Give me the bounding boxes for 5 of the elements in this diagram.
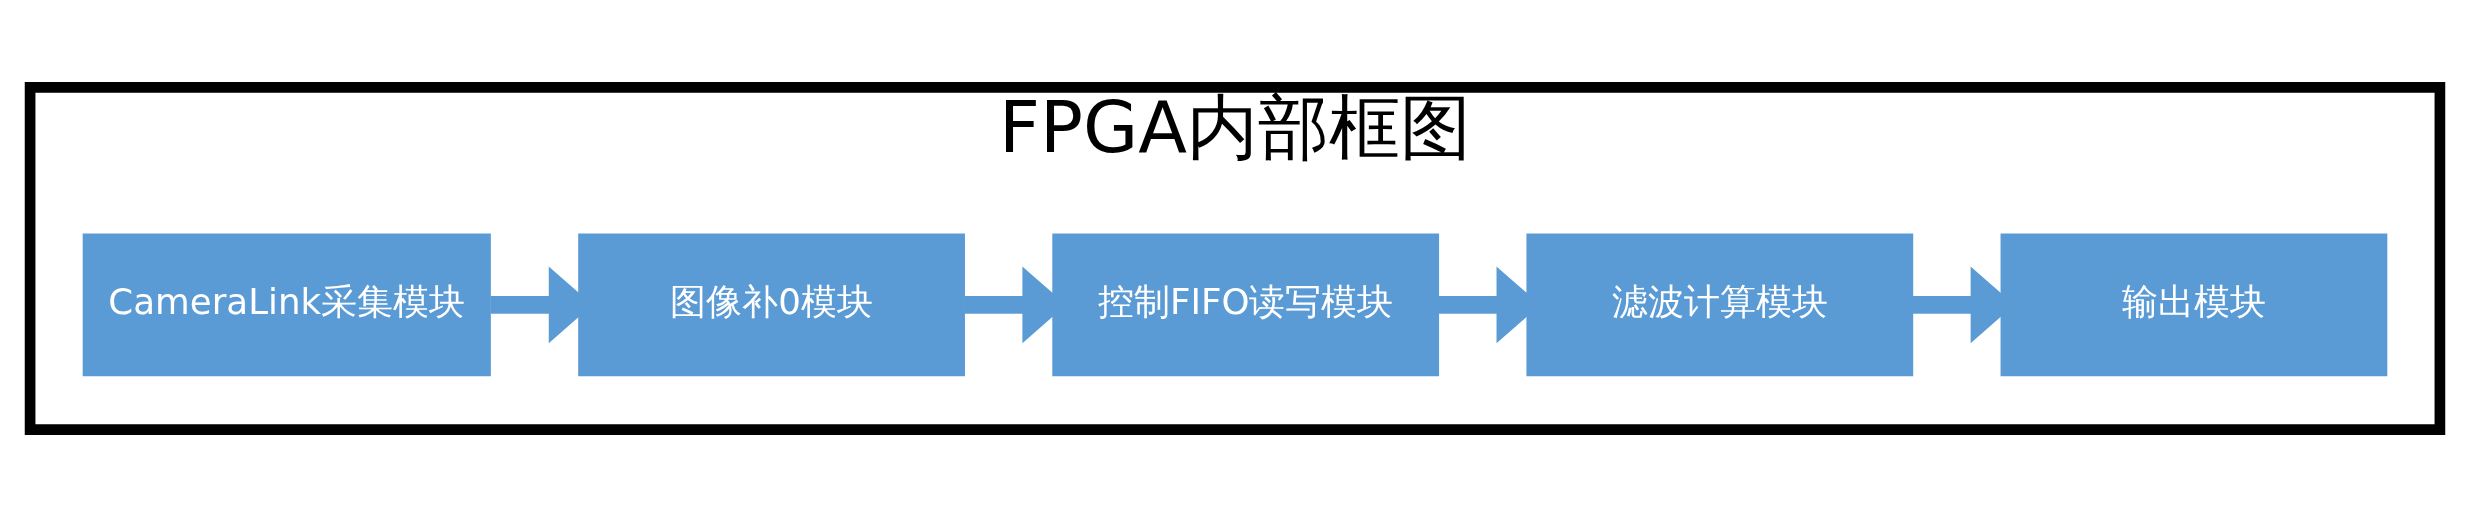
node-box: 输出模块 — [2000, 233, 2388, 376]
node-box: 图像补0模块 — [578, 233, 965, 376]
node-box: 滤波计算模块 — [1526, 233, 1914, 376]
node-box: CameraLink采集模块 — [82, 233, 491, 376]
node-box: 控制FIFO读写模块 — [1052, 233, 1440, 376]
